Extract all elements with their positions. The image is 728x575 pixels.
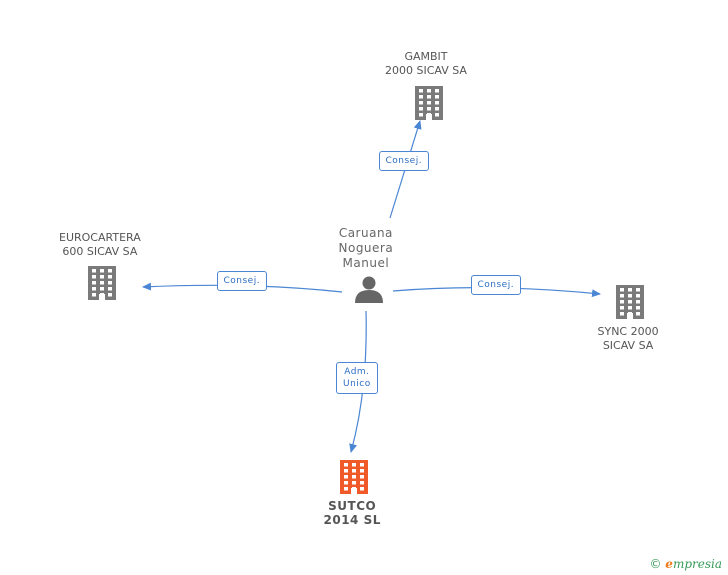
relation-label-gambit: Consej. (378, 151, 430, 171)
relation-label-sync-line: Consej. (477, 280, 515, 290)
person-name-line: Noguera (338, 241, 394, 255)
copyright-symbol: © (649, 557, 662, 571)
company-name-gambit-line: 2000 SICAV SA (385, 64, 467, 77)
relation-label-eurocartera: Consej. (216, 271, 268, 291)
building-icon[interactable] (88, 266, 116, 300)
person-name-line: Manuel (342, 256, 390, 270)
building-icon[interactable] (415, 86, 443, 120)
company-name-eurocartera-line: 600 SICAV SA (62, 245, 138, 258)
person-name-line: Caruana (338, 226, 393, 240)
company-name-sutco-line: SUTCO (328, 499, 377, 513)
footer-credit: © empresia (649, 557, 722, 571)
relation-label-sutco: Adm. Unico (336, 362, 378, 394)
relation-label-gambit-line: Consej. (385, 156, 423, 166)
person-icon[interactable] (355, 276, 383, 304)
empresia-logo[interactable]: empresia (665, 557, 722, 571)
company-name-sync-line: SYNC 2000 (597, 325, 659, 338)
company-name-eurocartera-line: EUROCARTERA (59, 231, 141, 244)
relation-label-sutco-line: Unico (343, 379, 371, 389)
building-icon[interactable] (616, 285, 644, 319)
company-name-gambit-line: GAMBIT (404, 50, 448, 63)
relation-label-sync: Consej. (470, 275, 522, 295)
company-name-sutco-line: 2014 SL (323, 513, 381, 527)
company-name-sync-line: SICAV SA (602, 339, 654, 352)
relation-label-eurocartera-line: Consej. (223, 276, 261, 286)
relation-label-sutco-line: Adm. (344, 367, 370, 377)
building-icon[interactable] (340, 460, 368, 494)
